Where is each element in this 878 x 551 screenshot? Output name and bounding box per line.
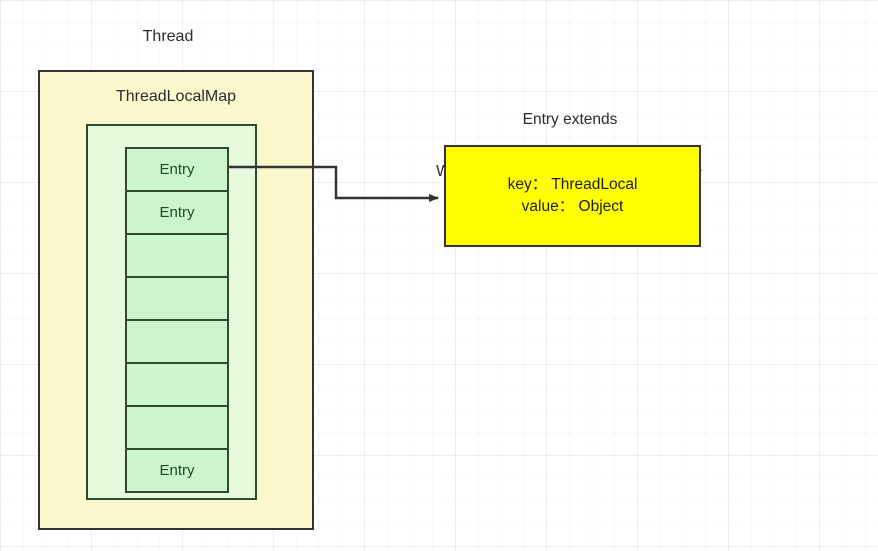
entry-cell[interactable] — [125, 319, 229, 364]
entry-table: Entry Entry Entry — [125, 147, 229, 493]
thread-local-map-label: ThreadLocalMap — [115, 88, 237, 105]
entry-cell-label: Entry — [159, 462, 195, 479]
entry-heading-line-1: Entry extends — [522, 110, 618, 128]
entry-key-row: key： ThreadLocal — [507, 175, 638, 193]
entry-value-row: value： Object — [521, 198, 624, 215]
entry-cell-label: Entry — [159, 204, 195, 221]
entry-cell-label: Entry — [159, 161, 195, 178]
entry-cell[interactable] — [125, 233, 229, 278]
entry-cell[interactable]: Entry — [125, 147, 229, 192]
entry-detail-box: key： ThreadLocal value： Object — [444, 145, 701, 247]
entry-cell[interactable]: Entry — [125, 190, 229, 235]
entry-cell[interactable] — [125, 362, 229, 407]
thread-label: Thread — [142, 28, 194, 45]
entry-cell[interactable] — [125, 276, 229, 321]
entry-cell[interactable] — [125, 405, 229, 450]
entry-cell[interactable]: Entry — [125, 448, 229, 493]
